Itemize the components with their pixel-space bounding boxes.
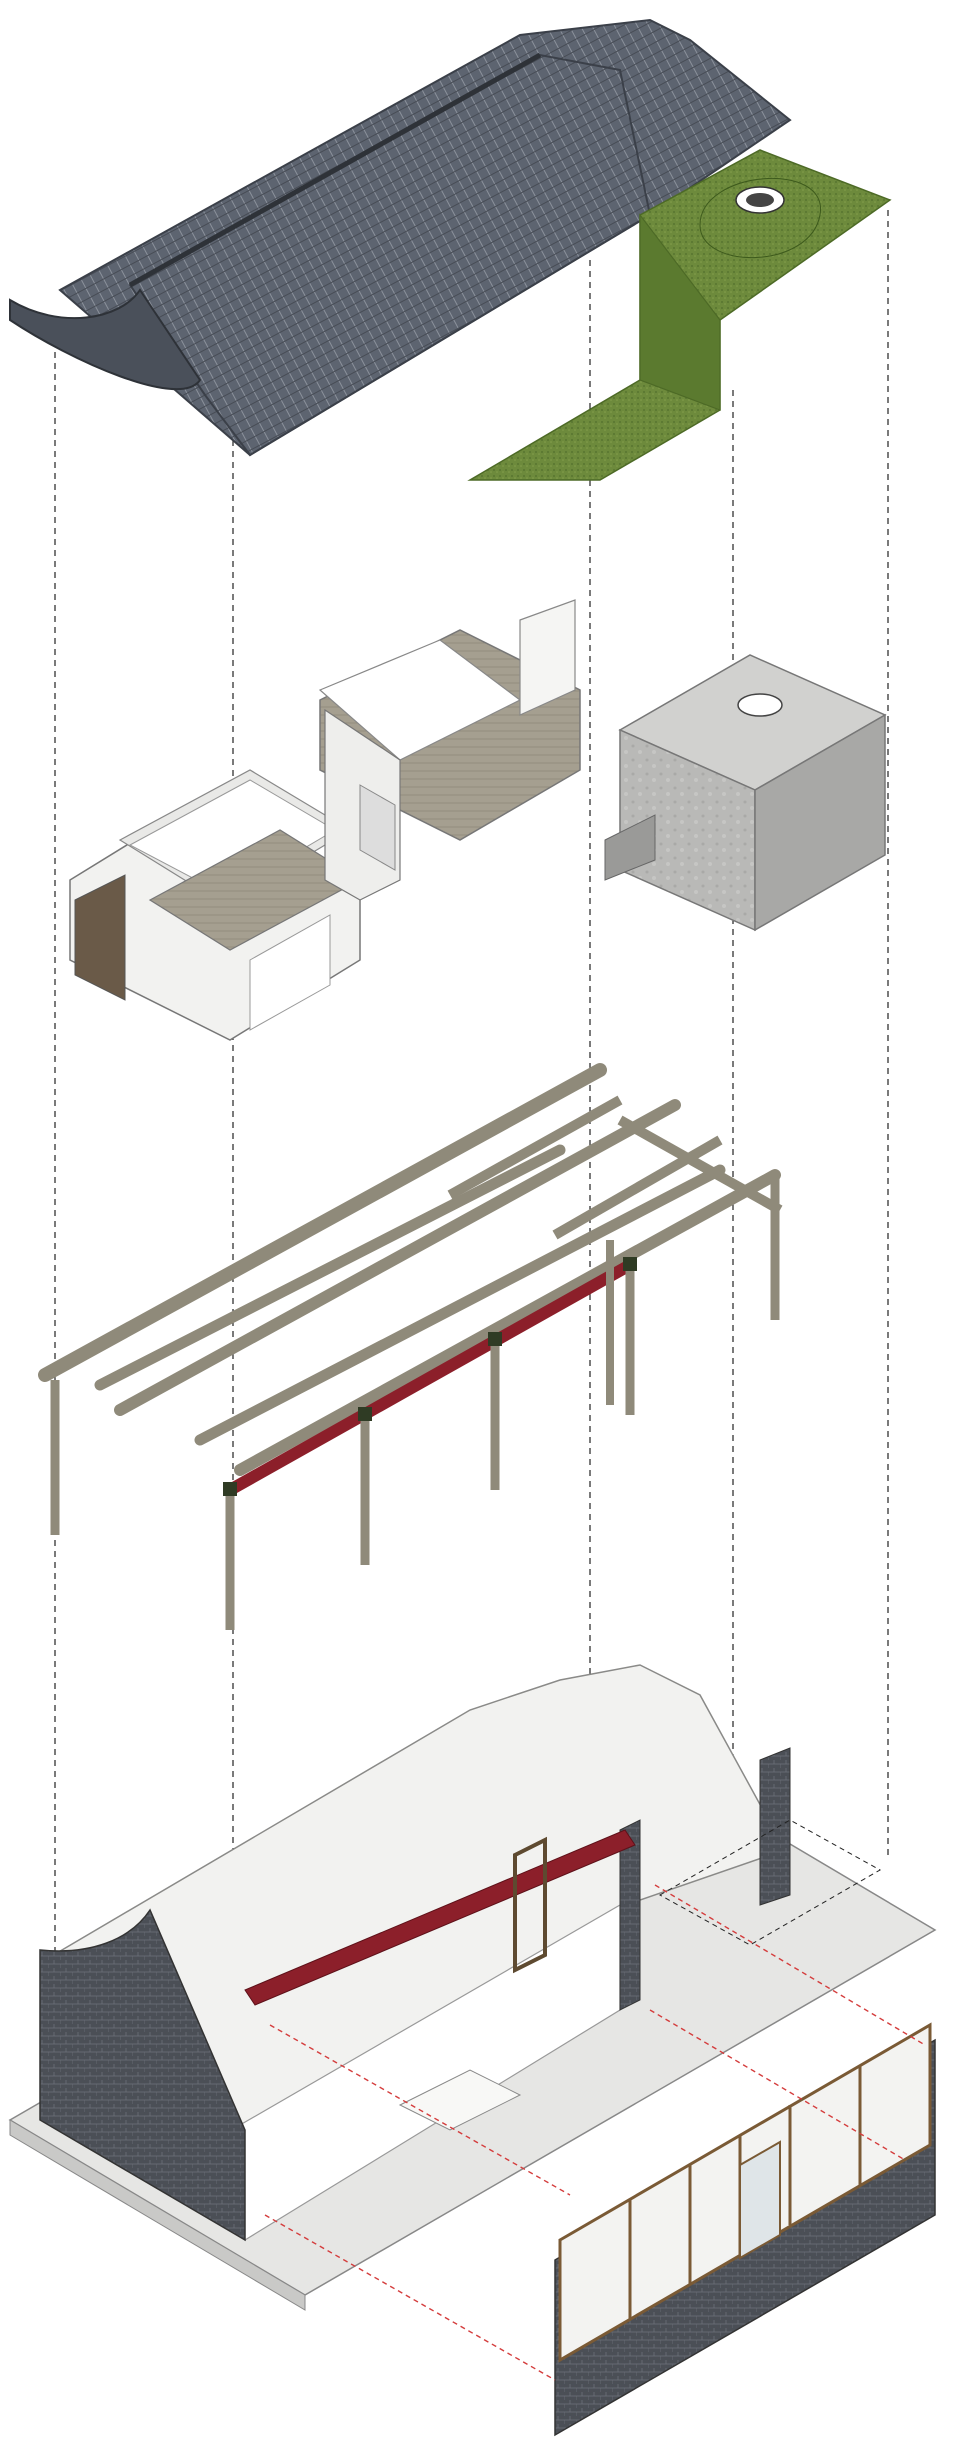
middle-unit-opening bbox=[359, 784, 396, 871]
timber-beam-2 bbox=[114, 1099, 681, 1416]
concrete-box-right-face bbox=[754, 713, 886, 932]
joint-block-1 bbox=[223, 1482, 237, 1496]
joint-block-2 bbox=[358, 1407, 372, 1421]
red-beam-shell bbox=[244, 1829, 636, 2006]
timber-beam-5 bbox=[194, 1164, 726, 1446]
middle-unit-wall bbox=[519, 599, 576, 716]
timber-beam-8 bbox=[617, 1115, 783, 1215]
timber-beam-1 bbox=[38, 1063, 607, 1382]
roof-ridge bbox=[128, 52, 542, 288]
red-guide-1 bbox=[269, 2024, 571, 2196]
right-brick-pier bbox=[619, 1819, 641, 2011]
red-guide-3 bbox=[654, 1884, 926, 2046]
red-guide-4 bbox=[649, 2009, 906, 2161]
joint-block-4 bbox=[623, 1257, 637, 1271]
base-house-layer bbox=[8, 1664, 937, 2437]
left-unit-side-wall bbox=[249, 914, 331, 1031]
green-roof-wall bbox=[639, 213, 721, 411]
middle-unit bbox=[318, 599, 581, 901]
red-projection-lines bbox=[264, 1884, 926, 2381]
facade-panel bbox=[554, 2022, 936, 2437]
concrete-box-stair bbox=[604, 814, 656, 881]
skylight-hole bbox=[746, 193, 774, 207]
floor-slab-edge bbox=[9, 2119, 306, 2311]
facade-door bbox=[739, 2140, 781, 2260]
concrete-box-skylight bbox=[737, 693, 783, 717]
joint-block-3 bbox=[488, 1332, 502, 1346]
left-unit-shelf bbox=[74, 874, 126, 1001]
concrete-box bbox=[604, 654, 887, 932]
red-guide-2 bbox=[264, 2214, 556, 2381]
vertical-guide-lines bbox=[54, 210, 889, 1985]
left-brick-gable bbox=[39, 1908, 246, 2242]
interior-door-frame bbox=[513, 1836, 547, 1974]
timber-beam-4 bbox=[94, 1144, 566, 1391]
green-roof-outline bbox=[699, 177, 821, 259]
red-beam-frame bbox=[224, 1259, 636, 1496]
far-brick-pier bbox=[759, 1747, 791, 1906]
courtyard-outline bbox=[658, 1819, 882, 1946]
timber-beam-3 bbox=[234, 1169, 781, 1476]
roof-layer bbox=[9, 18, 892, 481]
left-unit bbox=[69, 769, 362, 1041]
roof-curved-eave bbox=[9, 288, 202, 391]
timber-beam-6 bbox=[447, 1095, 623, 1200]
interior-units-layer bbox=[69, 599, 887, 1041]
timber-frame-layer bbox=[38, 1063, 783, 1630]
